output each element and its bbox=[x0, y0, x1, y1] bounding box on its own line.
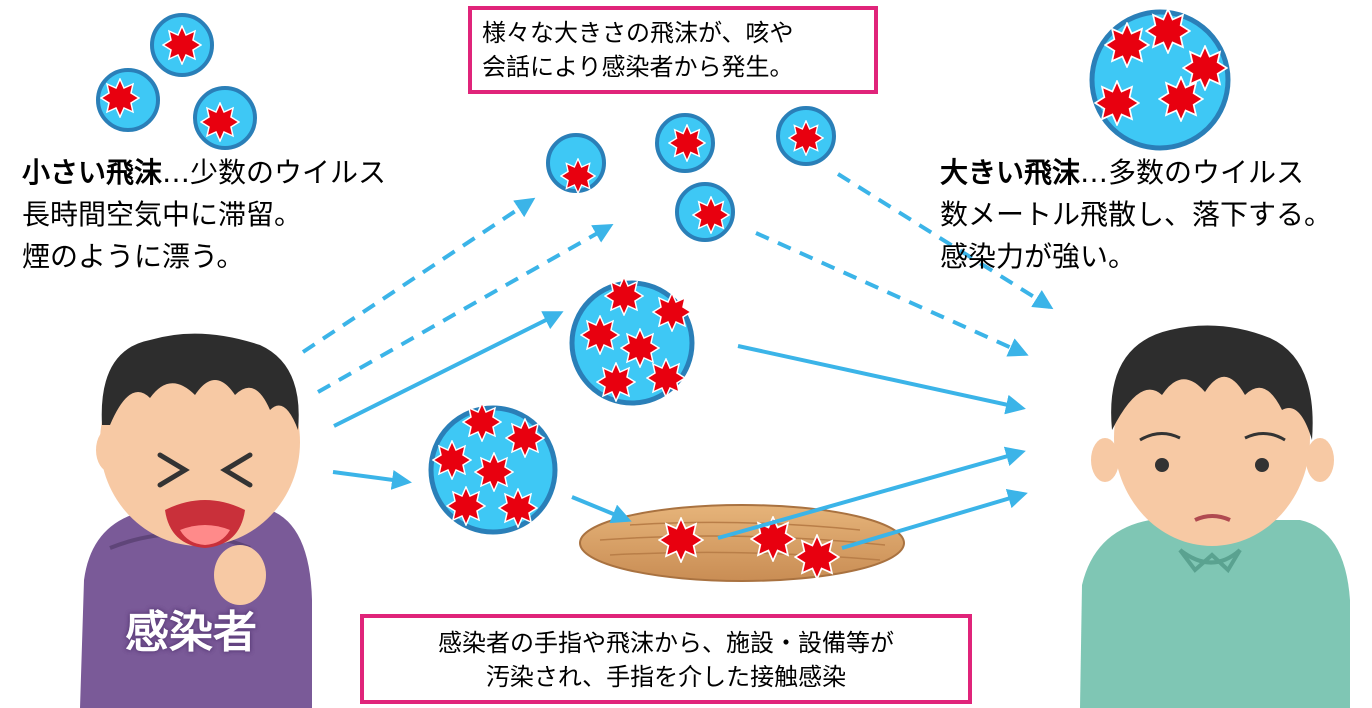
small-droplet-line2: 長時間空気中に滞留。 bbox=[22, 198, 303, 231]
droplet-origin-line1: 様々な大きさの飛沫が、咳や bbox=[482, 19, 794, 47]
small-droplet-description: 小さい飛沫…少数のウイルス 長時間空気中に滞留。 煙のように漂う。 bbox=[22, 152, 386, 278]
large-droplet-title: 大きい飛沫 bbox=[940, 156, 1081, 189]
large-droplet-virus-count: …多数のウイルス bbox=[1080, 156, 1305, 189]
small-droplet-title: 小さい飛沫 bbox=[22, 156, 163, 189]
small-droplet-line3: 煙のように漂う。 bbox=[22, 240, 245, 273]
floating-small-droplets bbox=[546, 106, 836, 242]
small-droplets-illustration bbox=[96, 13, 257, 150]
falling-large-droplet bbox=[428, 402, 558, 535]
airborne-large-droplet bbox=[569, 276, 695, 406]
large-droplet-illustration bbox=[1089, 8, 1231, 151]
infected-person-label: 感染者 bbox=[125, 607, 257, 658]
droplet-origin-line2: 会話により感染者から発生。 bbox=[482, 53, 794, 81]
large-droplet-line2: 数メートル飛散し、落下する。 bbox=[940, 198, 1333, 231]
large-droplet-description: 大きい飛沫…多数のウイルス 数メートル飛散し、落下する。 感染力が強い。 bbox=[940, 152, 1332, 278]
large-droplet-line3: 感染力が強い。 bbox=[940, 240, 1137, 273]
contact-infection-line1: 感染者の手指や飛沫から、施設・設備等が bbox=[438, 629, 894, 657]
infected-person bbox=[80, 333, 312, 708]
transmission-arrows bbox=[301, 172, 1054, 550]
contact-infection-line2: 汚染され、手指を介した接触感染 bbox=[485, 663, 847, 691]
small-droplet-virus-count: …少数のウイルス bbox=[162, 156, 387, 189]
healthy-person bbox=[1080, 325, 1350, 708]
contact-infection-note: 感染者の手指や飛沫から、施設・設備等が 汚染され、手指を介した接触感染 bbox=[360, 614, 972, 704]
droplet-origin-note: 様々な大きさの飛沫が、咳や 会話により感染者から発生。 bbox=[468, 6, 878, 94]
contaminated-surface bbox=[579, 504, 905, 582]
